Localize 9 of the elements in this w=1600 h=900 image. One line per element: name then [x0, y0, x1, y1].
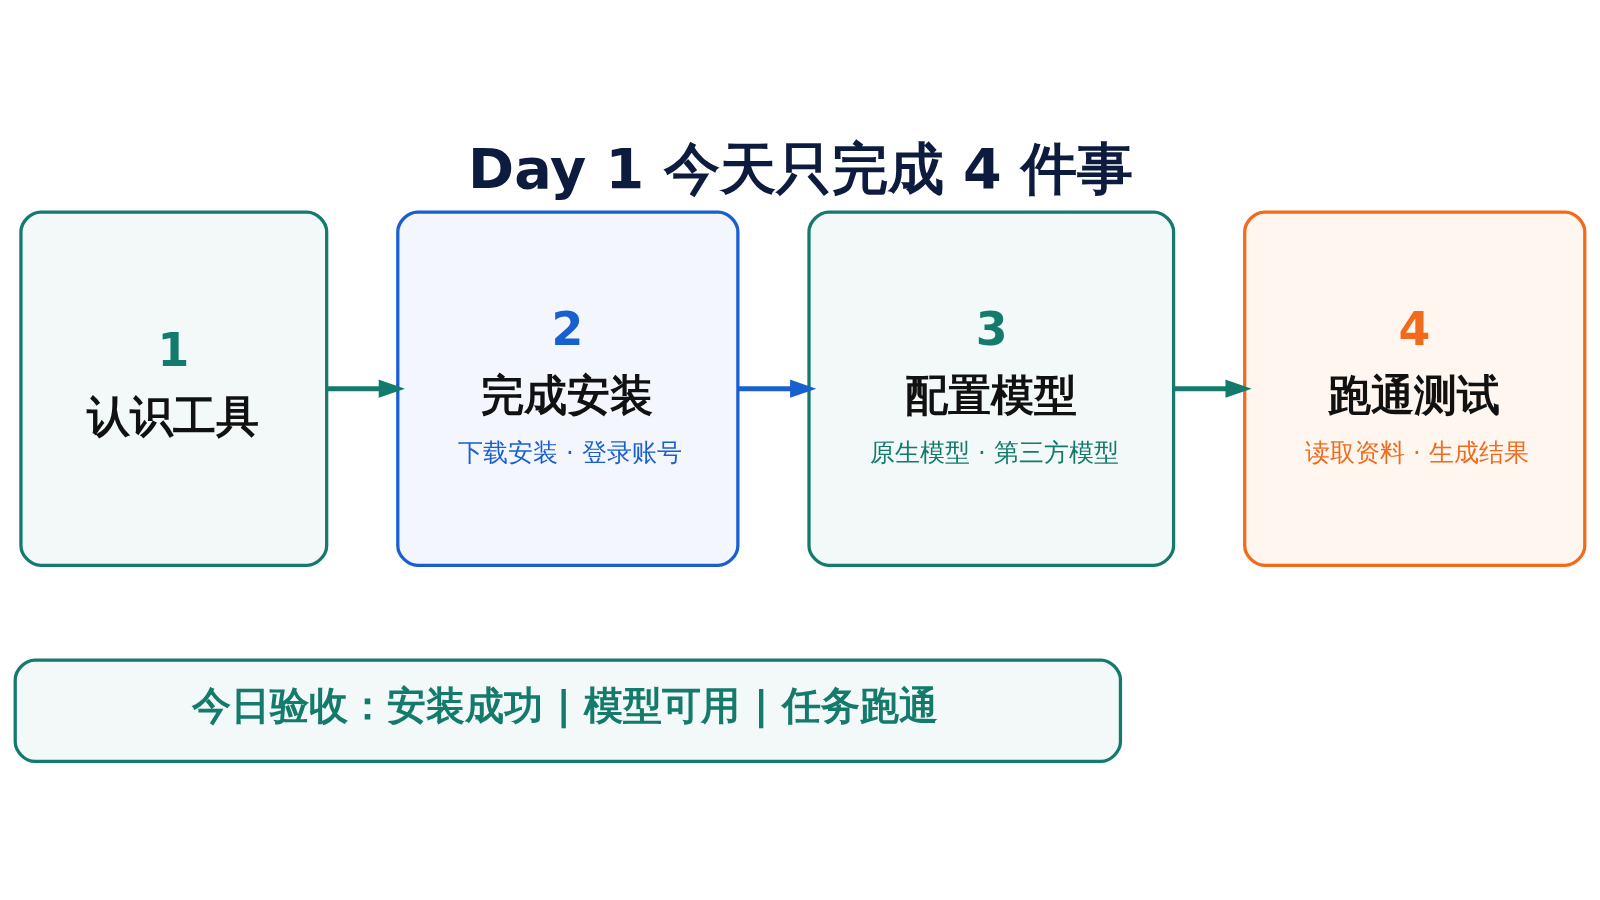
- arrow: [326, 379, 405, 398]
- node-box: 2 完成安装 下载安装 · 登录账号: [396, 210, 740, 567]
- diagram-title: Day 1 今天只完成 4 件事: [468, 135, 1134, 201]
- node-box: 今日验收：安装成功 | 模型可用 | 任务跑通: [13, 658, 1123, 764]
- node-box: 3 配置模型 原生模型 · 第三方模型: [807, 210, 1176, 567]
- node-box: 4 跑通测试 读取资料 · 生成结果: [1243, 210, 1587, 567]
- arrow: [1173, 379, 1252, 398]
- node-box: 1 认识工具: [19, 210, 329, 567]
- arrow: [738, 379, 817, 398]
